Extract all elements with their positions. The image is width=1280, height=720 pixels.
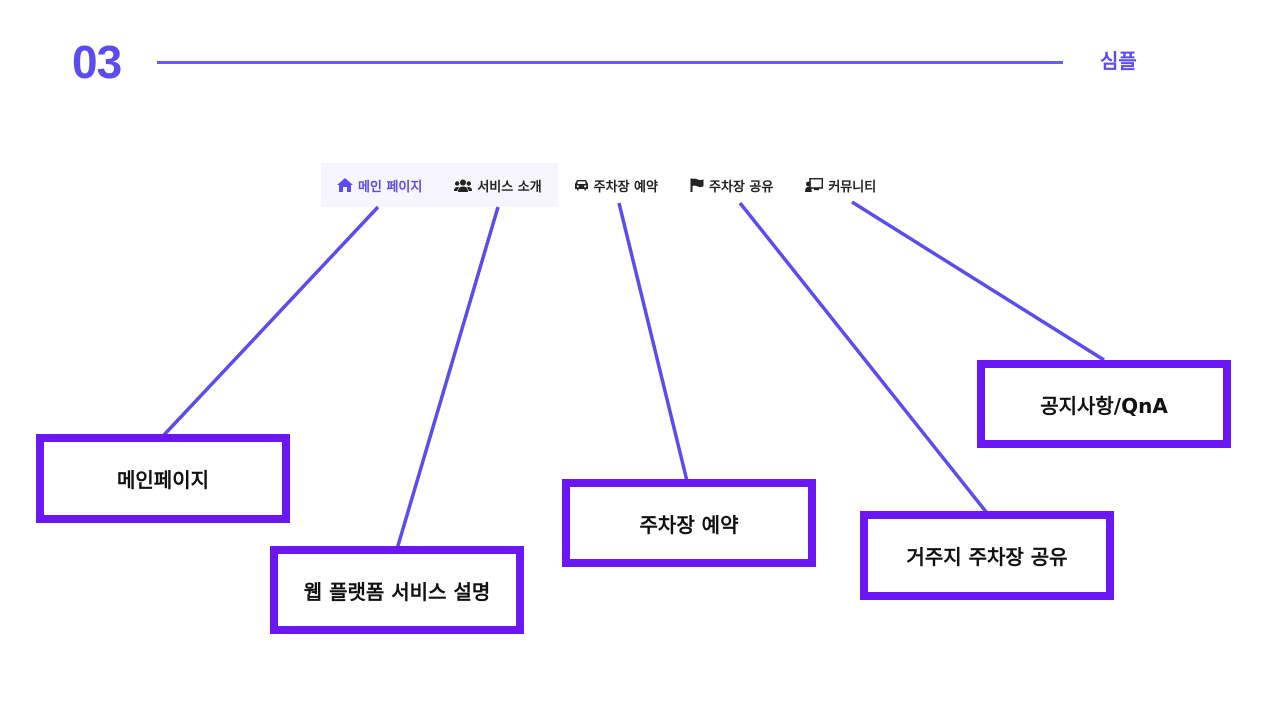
nav-item-label: 커뮤니티: [828, 179, 877, 195]
nav-item-label: 주차장 예약: [593, 179, 658, 195]
callout-service-description: 웹 플랫폼 서비스 설명: [270, 546, 524, 634]
nav-item-community[interactable]: 커뮤니티: [789, 163, 892, 207]
navigation-bar: 메인 페이지 서비스 소개 주차장 예약 주차장 공유: [321, 163, 892, 207]
connector-service-intro: [395, 206, 500, 550]
home-icon: [337, 178, 353, 192]
nav-item-main-page[interactable]: 메인 페이지: [321, 163, 439, 207]
nav-item-label: 메인 페이지: [358, 179, 423, 195]
callout-main-page: 메인페이지: [36, 434, 290, 523]
callout-residential-parking-share: 거주지 주차장 공유: [860, 511, 1114, 600]
slide-number: 03: [72, 36, 122, 88]
users-icon: [454, 179, 473, 192]
callout-label: 메인페이지: [117, 468, 209, 492]
nav-item-label: 서비스 소개: [477, 179, 542, 195]
callout-label: 거주지 주차장 공유: [906, 545, 1068, 569]
nav-item-parking-reservation[interactable]: 주차장 예약: [558, 163, 674, 207]
connector-main-page: [161, 205, 380, 438]
nav-item-parking-share[interactable]: 주차장 공유: [674, 163, 789, 207]
header-tag: 심플: [1100, 49, 1137, 73]
callout-notice-qna: 공지사항/QnA: [977, 360, 1231, 448]
car-icon: [574, 180, 588, 191]
callout-label: 웹 플랫폼 서비스 설명: [303, 579, 491, 604]
connector-parking-reservation: [617, 202, 689, 482]
connector-parking-share: [738, 201, 989, 515]
callout-label: 주차장 예약: [639, 512, 739, 537]
callout-label: 공지사항/QnA: [1040, 393, 1168, 418]
chalkboard-user-icon: [805, 178, 824, 192]
header-divider: [157, 61, 1063, 64]
callout-parking-reservation: 주차장 예약: [562, 479, 816, 567]
connector-community: [851, 200, 1105, 362]
flag-icon: [690, 178, 704, 192]
nav-item-service-intro[interactable]: 서비스 소개: [438, 163, 558, 207]
nav-item-label: 주차장 공유: [708, 179, 774, 195]
